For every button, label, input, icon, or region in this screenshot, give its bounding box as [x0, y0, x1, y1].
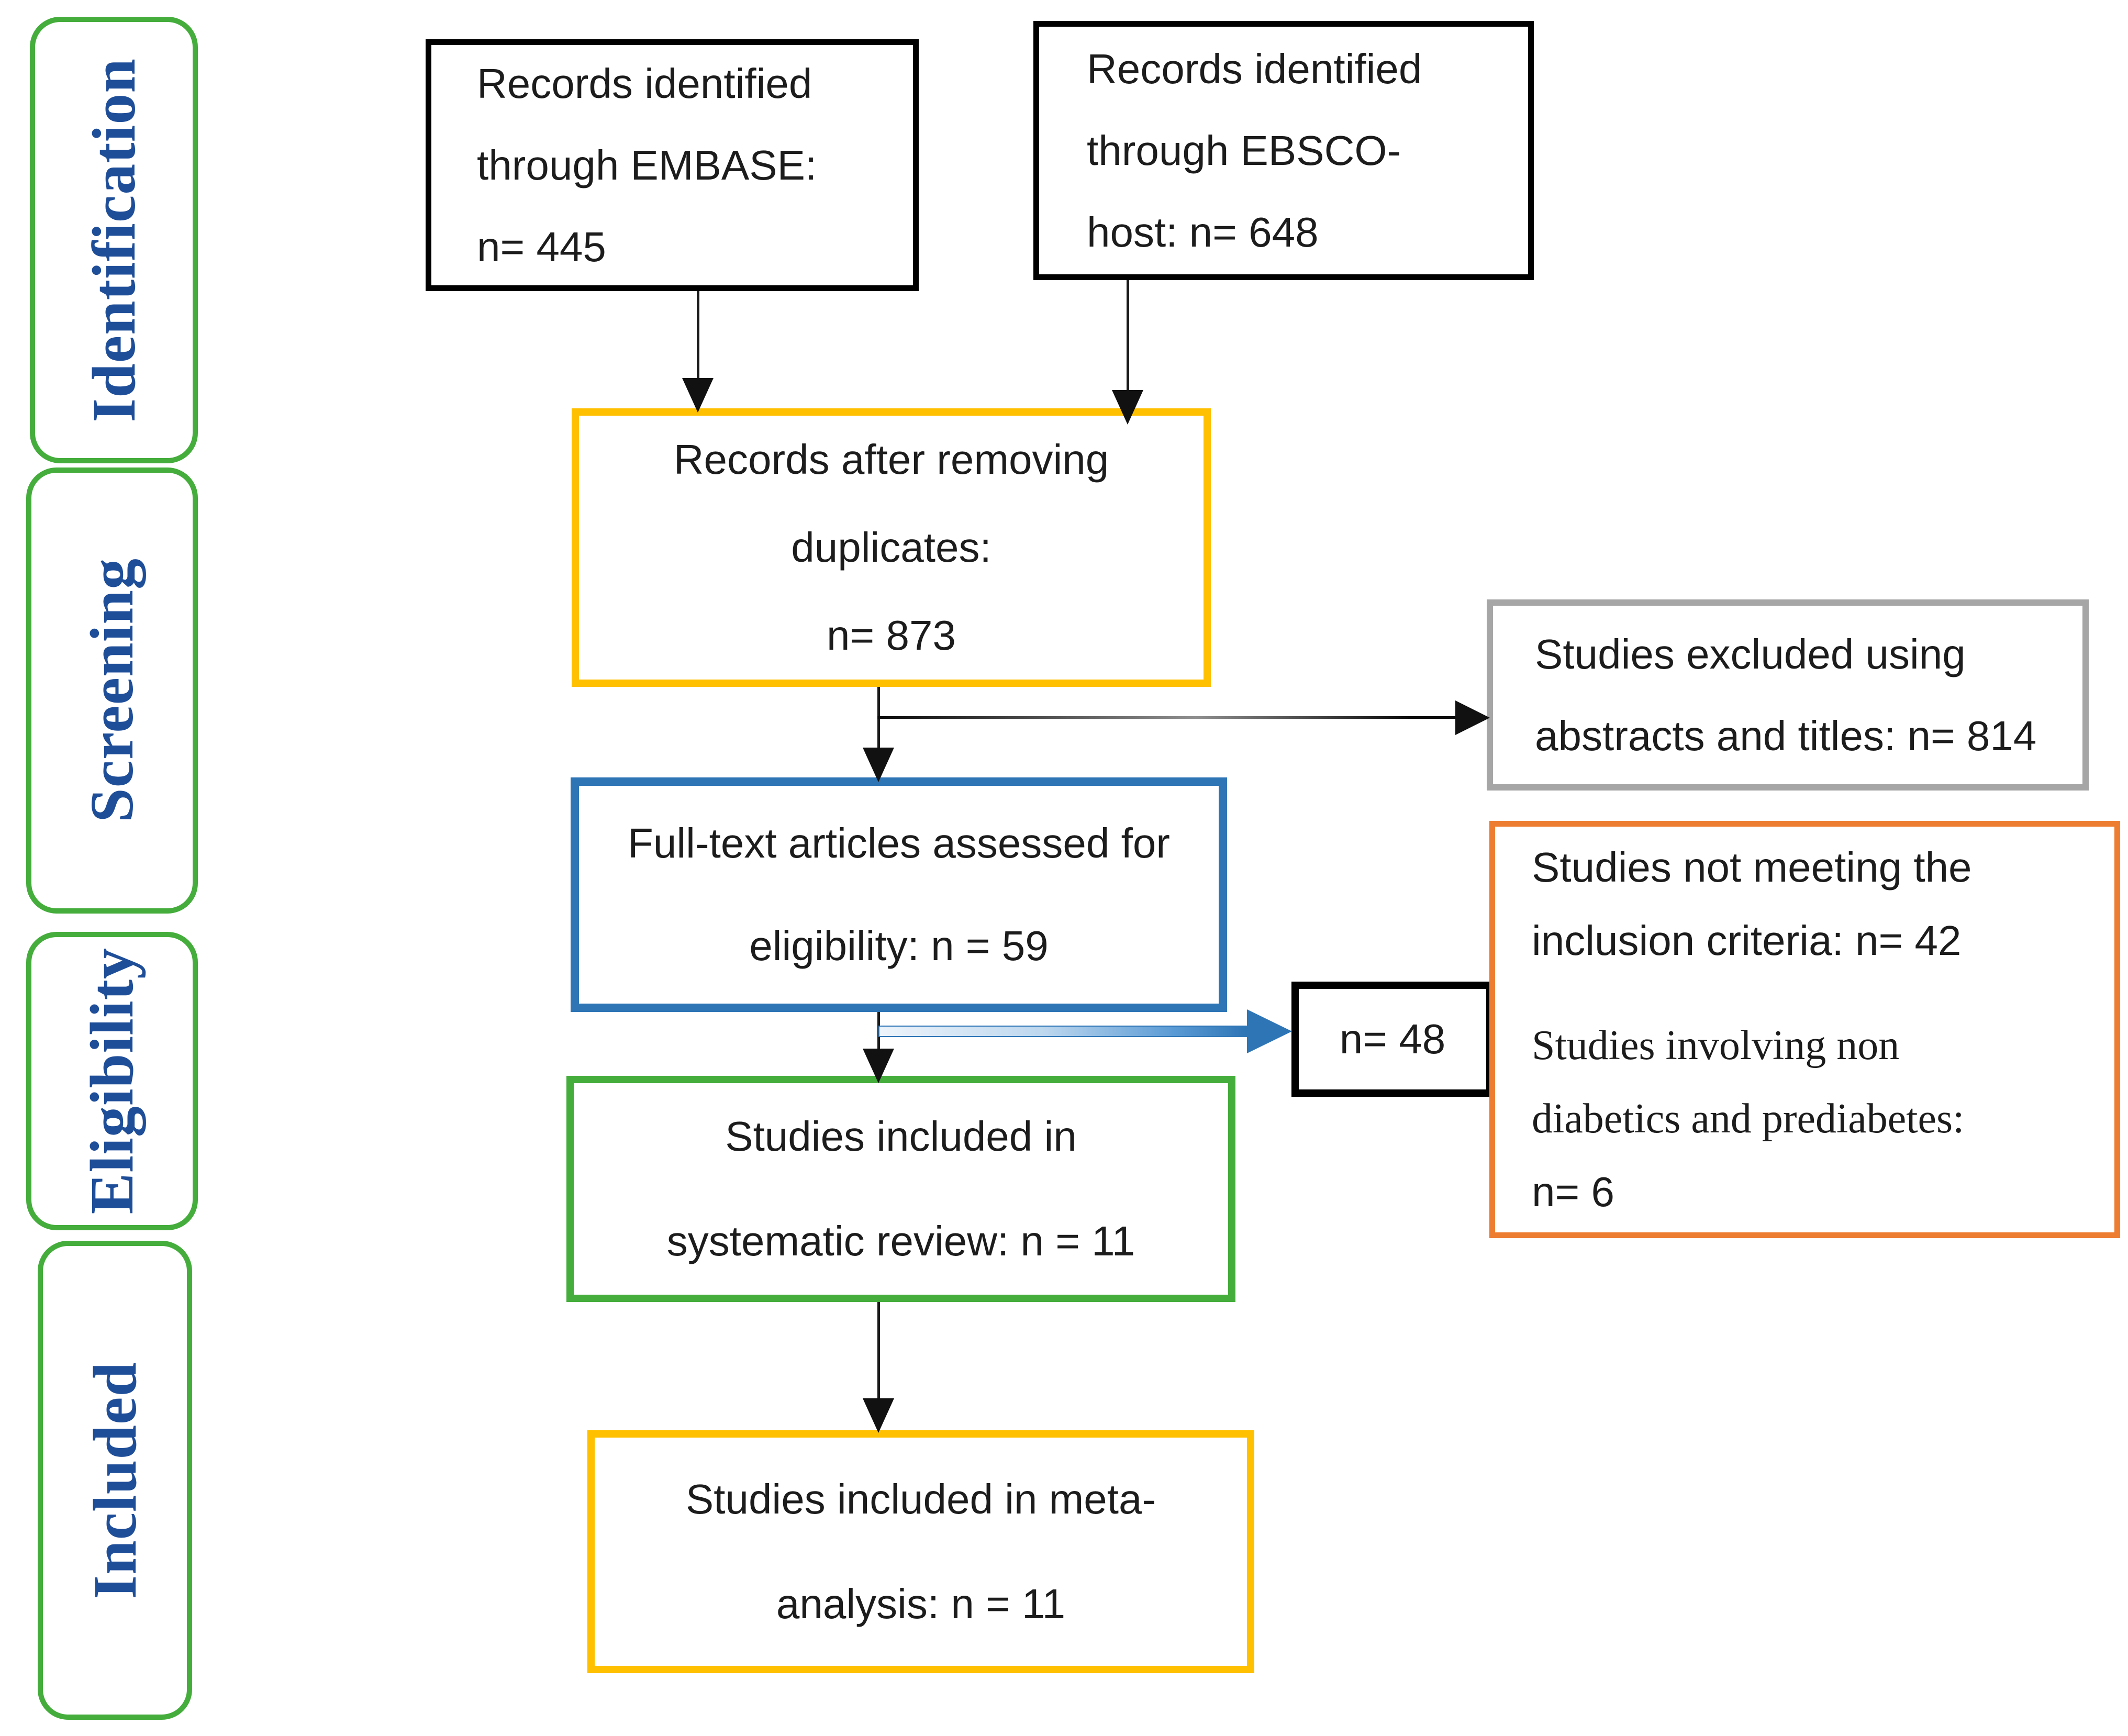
box-studies-excluded-abstracts: Studies excluded using abstracts and tit… — [1487, 599, 2089, 791]
box-fulltext-assessed: Full-text articles assessed for eligibil… — [571, 777, 1227, 1012]
arrowhead-down-icon — [1112, 390, 1143, 425]
box-text-line: Records after removing — [673, 436, 1109, 483]
box-text-line: n= 48 — [1339, 1016, 1446, 1062]
arrowhead-down-icon — [863, 1398, 894, 1433]
stage-label-eligibility: Eligibility — [77, 948, 146, 1215]
box-text-line: diabetics and prediabetes: — [1532, 1095, 1965, 1142]
connector-embase-to-duplicates — [697, 291, 699, 379]
connector-systematic-to-meta — [877, 1302, 880, 1399]
box-text-line: Studies excluded using — [1535, 630, 1966, 677]
box-text-line: Records identified — [1087, 45, 1422, 92]
arrowhead-right-icon — [1455, 700, 1490, 735]
box-included-systematic-review: Studies included in systematic review: n… — [566, 1076, 1235, 1302]
box-records-embase: Records identified through EMBASE: n= 44… — [426, 39, 919, 291]
box-text-line: duplicates: — [791, 524, 991, 571]
box-text-line: abstracts and titles: n= 814 — [1535, 712, 2037, 759]
box-text-line: through EBSCO- — [1087, 127, 1401, 174]
box-text-line: Records identified — [477, 60, 812, 107]
connector-ebsco-to-duplicates — [1127, 280, 1129, 391]
box-text-line: through EMBASE: — [477, 141, 817, 188]
box-excluded-fulltext-count: n= 48 — [1291, 982, 1494, 1097]
box-text-line: Studies included in meta- — [685, 1476, 1156, 1522]
box-text-line: Full-text articles assessed for — [628, 820, 1170, 866]
box-exclusion-reasons: Studies not meeting the inclusion criter… — [1489, 821, 2120, 1238]
stage-label-screening: Screening — [77, 558, 146, 823]
box-records-after-duplicates: Records after removing duplicates: n= 87… — [572, 408, 1211, 687]
stage-box-identification: Identification — [30, 17, 198, 463]
connector-duplicates-to-excluded — [877, 716, 1456, 719]
exclusion-reason-not-meeting-criteria: Studies not meeting the inclusion criter… — [1532, 831, 1972, 977]
box-records-ebsco: Records identified through EBSCO- host: … — [1033, 21, 1534, 280]
box-included-meta-analysis: Studies included in meta- analysis: n = … — [587, 1430, 1254, 1673]
exclusion-reason-non-diabetics: Studies involving non diabetics and pred… — [1532, 1009, 1964, 1229]
stage-box-included: Included — [38, 1241, 192, 1720]
box-text-line: Studies included in — [725, 1113, 1077, 1160]
box-text-line: eligibility: n = 59 — [749, 922, 1049, 969]
box-text-line: inclusion criteria: n= 42 — [1532, 917, 1962, 964]
box-text-line: analysis: n = 11 — [776, 1581, 1066, 1627]
box-text-line: n= 6 — [1532, 1168, 1614, 1215]
box-text-line: host: n= 648 — [1087, 208, 1319, 255]
box-text-line: systematic review: n = 11 — [666, 1218, 1135, 1264]
box-text-line: n= 873 — [827, 612, 956, 659]
stage-box-screening: Screening — [26, 468, 198, 914]
connector-fulltext-to-excluded-count — [878, 1026, 1247, 1037]
arrowhead-down-icon — [682, 378, 714, 413]
box-text-line: n= 445 — [477, 223, 606, 270]
stage-box-eligibility: Eligibility — [26, 932, 198, 1230]
arrowhead-down-icon — [863, 1049, 894, 1083]
box-text-line: Studies involving non — [1532, 1022, 1900, 1069]
box-text-line: Studies not meeting the — [1532, 843, 1972, 891]
arrowhead-right-blue-icon — [1247, 1009, 1292, 1053]
arrowhead-down-icon — [863, 748, 894, 782]
stage-label-identification: Identification — [79, 58, 148, 422]
stage-label-included: Included — [80, 1361, 149, 1599]
